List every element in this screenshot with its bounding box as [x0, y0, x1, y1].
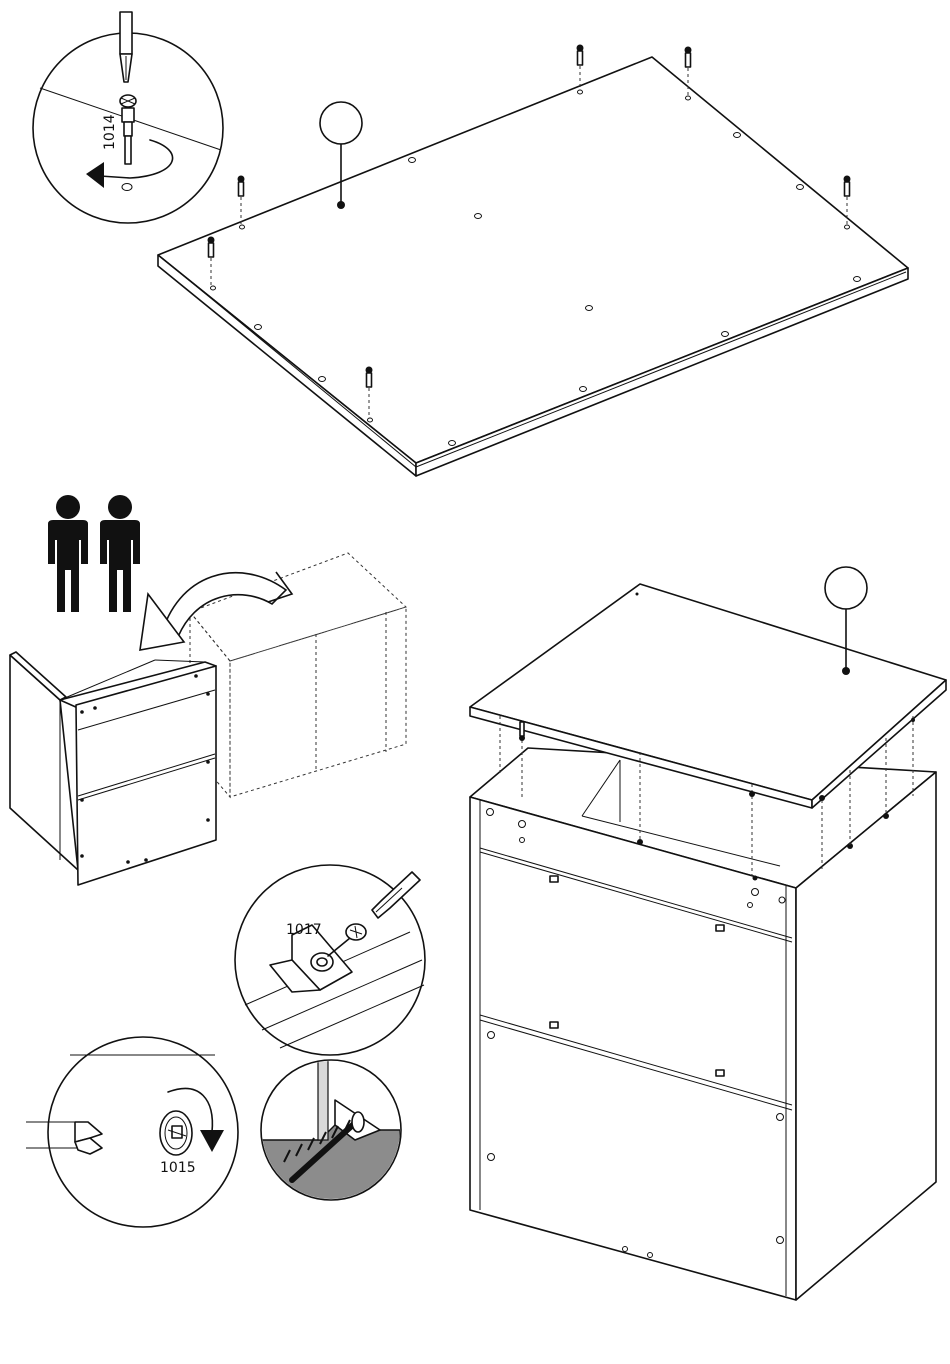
- screwdriver-flat-icon: [75, 1122, 102, 1154]
- flip-arrow-icon: [140, 572, 292, 650]
- detail-screw-section: [255, 1060, 401, 1210]
- detail-corner-bracket: 1017: [235, 865, 425, 1055]
- top-panel-board: [158, 45, 908, 477]
- two-person-icon: [48, 495, 140, 612]
- callout-1015: 1015: [160, 1160, 196, 1176]
- callout-1017: 1017: [286, 922, 322, 938]
- cam-lock-icon: [160, 1111, 192, 1155]
- cabinet-top-assembly: [470, 567, 946, 1300]
- cabinet-flip-illustration: [10, 553, 406, 885]
- cam-dowel-icon: [120, 95, 136, 164]
- detail-cam-lock: 1015: [26, 1037, 238, 1227]
- detail-cam-dowel-install: 1014: [33, 12, 223, 223]
- screw-icon: [328, 924, 366, 956]
- callout-1014: 1014: [102, 114, 118, 150]
- screwdriver-icon: [120, 12, 132, 82]
